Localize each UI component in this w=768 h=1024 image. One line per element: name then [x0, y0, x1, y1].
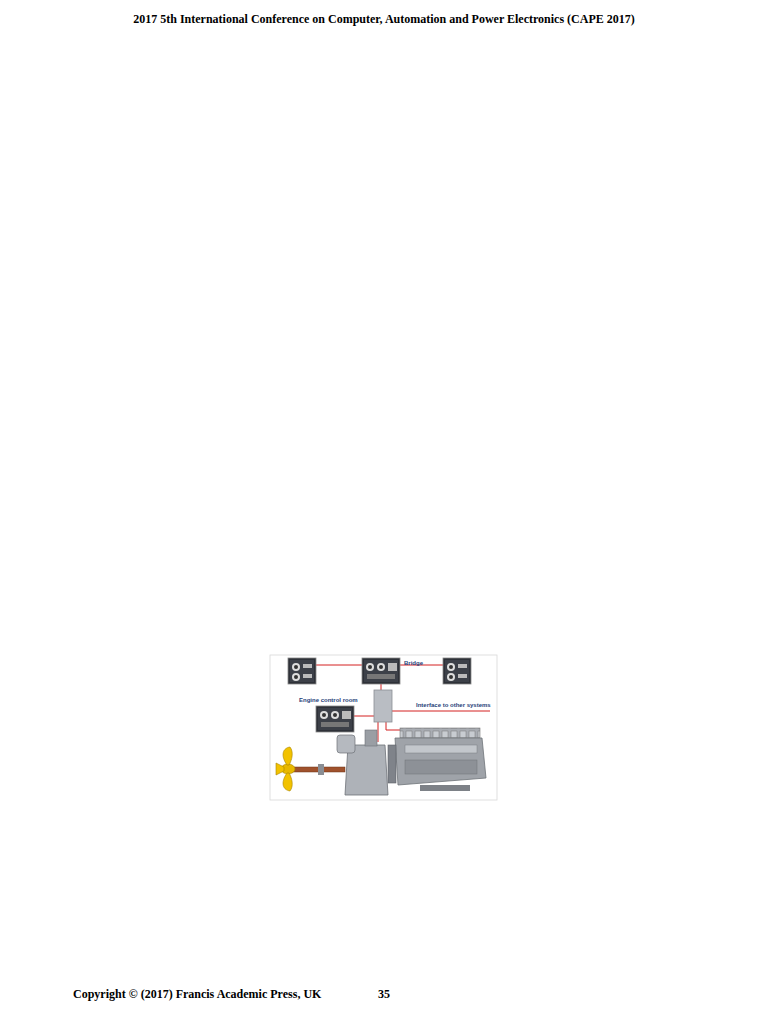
- page-footer: Copyright © (2017) Francis Academic Pres…: [73, 987, 321, 1002]
- page-number: 35: [378, 987, 390, 1002]
- figure-label: Bridge: [404, 660, 423, 666]
- figure-label: Interface to other systems: [416, 702, 491, 708]
- page-header: 2017 5th International Conference on Com…: [133, 12, 635, 27]
- figure-label: Engine control room: [299, 697, 358, 703]
